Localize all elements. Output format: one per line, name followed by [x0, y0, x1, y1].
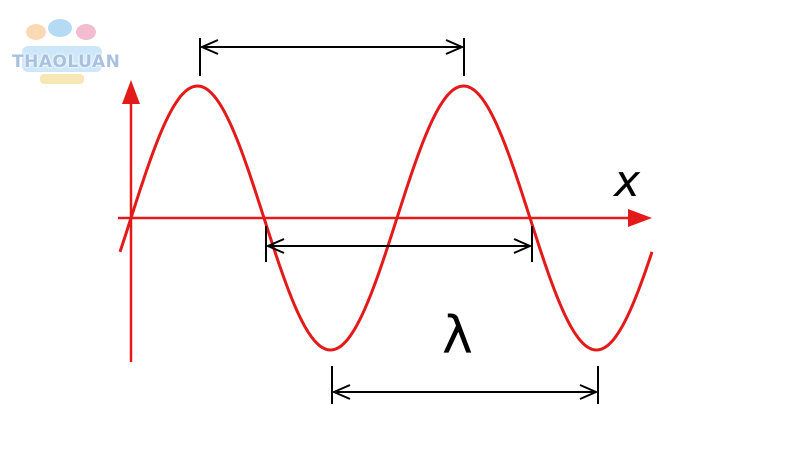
trough-to-trough-arrow	[331, 366, 599, 404]
node-to-node-arrow	[265, 226, 533, 262]
y-axis-arrowhead	[122, 80, 140, 104]
crest-to-crest-arrow	[199, 38, 465, 76]
x-axis-label: x	[614, 156, 641, 207]
x-axis-arrowhead	[628, 209, 652, 227]
watermark-text: THAOLUAN	[12, 52, 121, 72]
watermark-logo: THAOLUAN	[12, 18, 121, 92]
wavelength-label: λ	[442, 306, 473, 366]
watermark-icon	[22, 19, 102, 84]
sine-wave	[118, 84, 654, 352]
